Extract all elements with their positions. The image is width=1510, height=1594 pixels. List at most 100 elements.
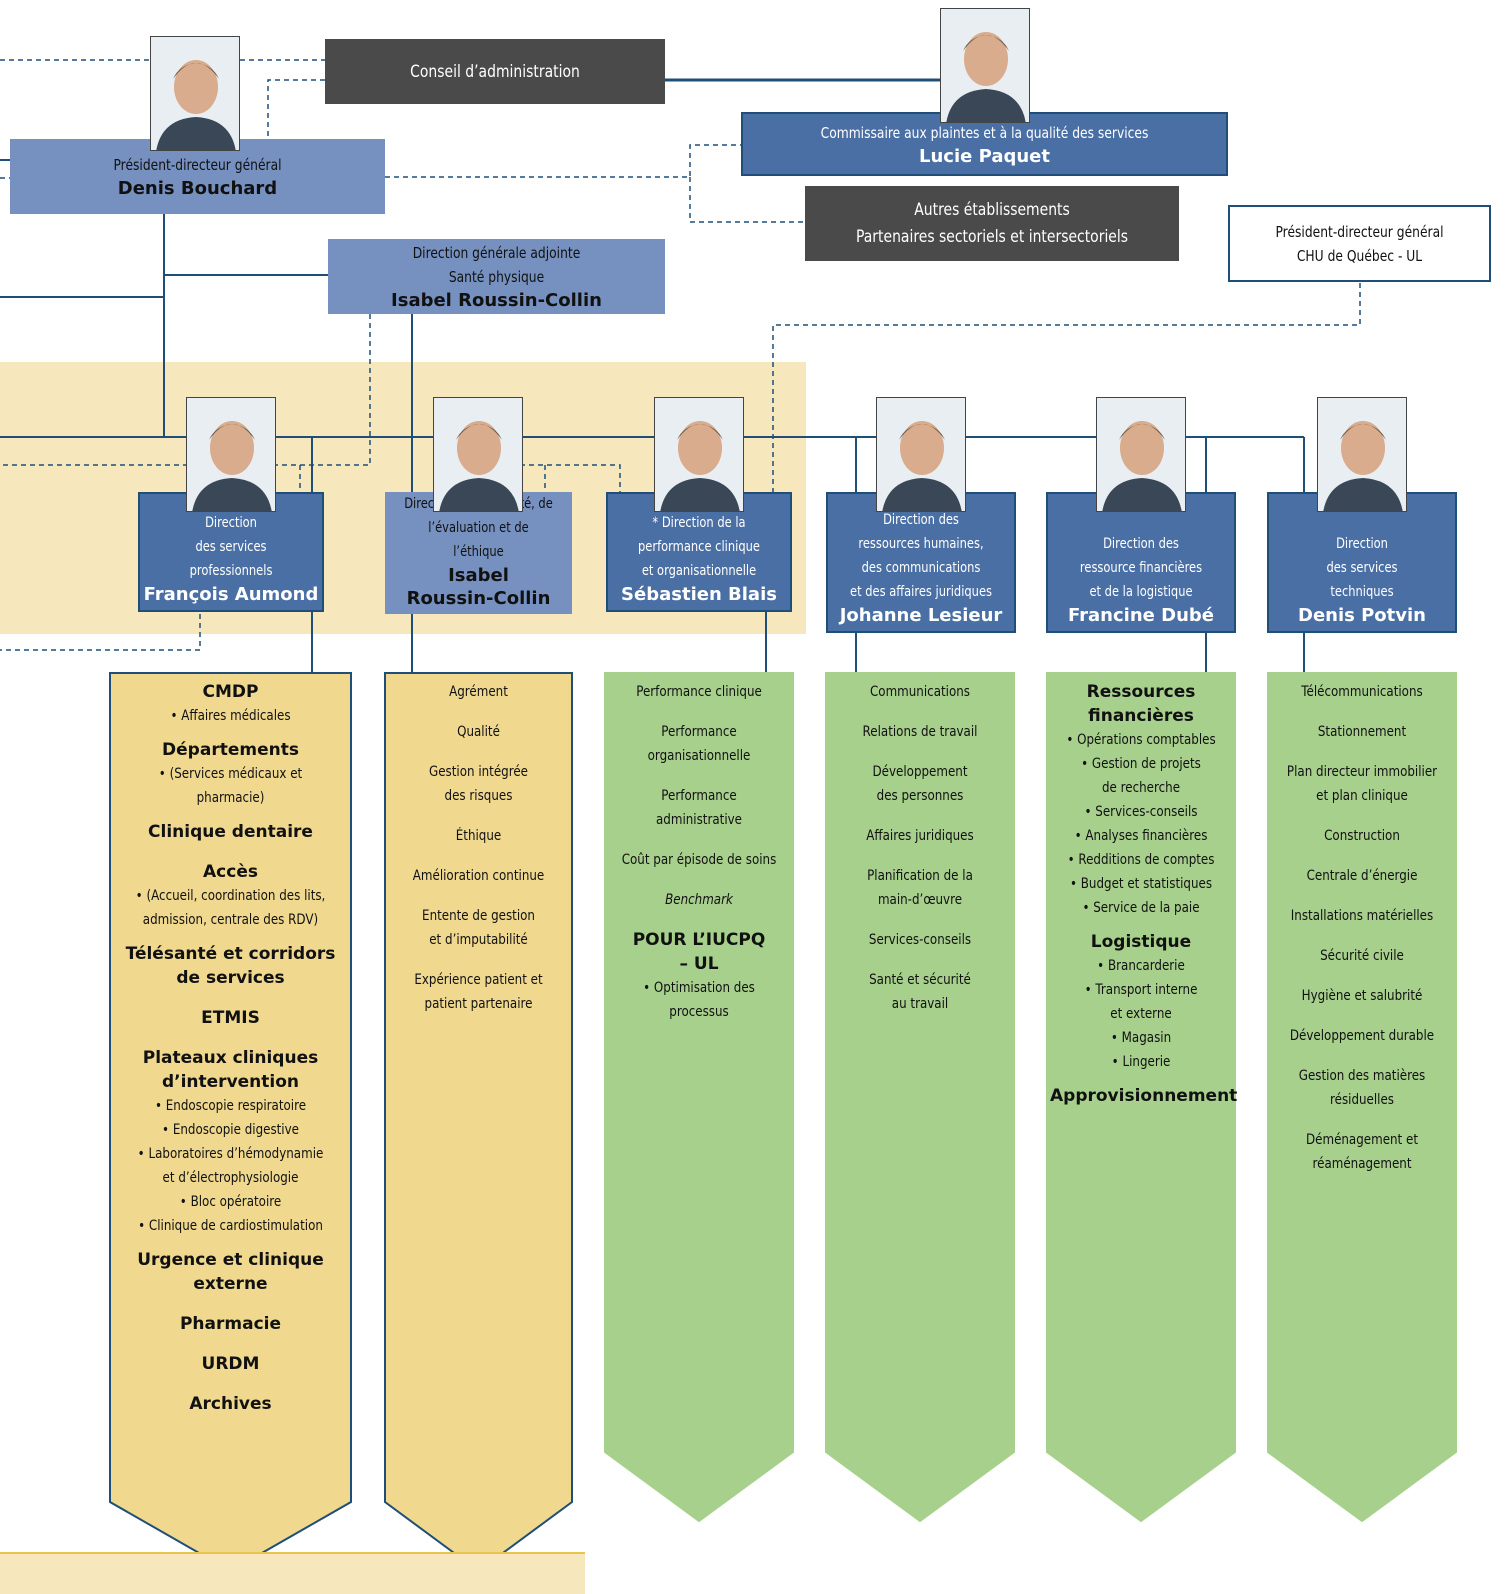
- column-heading: ETMIS: [201, 1008, 260, 1028]
- column-heading: Ressources financières: [1086, 682, 1196, 726]
- portrait-icon: [654, 397, 744, 512]
- column-item: • (Accueil, coordination des lits, admis…: [135, 888, 326, 928]
- column-item: Développement des personnes: [872, 764, 968, 804]
- direction-box: * Direction de la performance clinique e…: [606, 492, 792, 612]
- deputy-line1: Direction générale adjointe: [412, 244, 581, 262]
- partners-line2: Partenaires sectoriels et intersectoriel…: [855, 226, 1129, 247]
- column-shape: [109, 672, 352, 1572]
- column-item: • Brancarderie • Transport interne et ex…: [1084, 958, 1198, 1070]
- direction-role: Direction des services techniques: [1326, 536, 1398, 600]
- ceo-name: Denis Bouchard: [117, 178, 278, 199]
- column-heading: URDM: [201, 1354, 260, 1374]
- column-heading: Urgence et clinique externe: [137, 1250, 324, 1294]
- column-items: Ressources financières• Opérations compt…: [1046, 672, 1238, 1108]
- deputy-line2: Santé physique: [448, 268, 545, 286]
- bottom-strip: [0, 1552, 585, 1594]
- column-item: Gestion des matières résiduelles: [1298, 1068, 1426, 1108]
- chu-line2: CHU de Québec - UL: [1296, 246, 1423, 265]
- column-item: Performance clinique: [636, 684, 762, 700]
- column-item: • Affaires médicales: [170, 708, 291, 724]
- column-item: Hygiène et salubrité: [1301, 988, 1423, 1004]
- direction-box: Direction des ressource financières et d…: [1046, 492, 1236, 633]
- deputy-name: Isabel Roussin-Collin: [391, 290, 602, 311]
- column-item: Agrément: [449, 684, 508, 700]
- column-shape: [604, 672, 794, 1522]
- portrait-icon: [186, 397, 276, 512]
- column-item: Relations de travail: [862, 724, 978, 740]
- column-shape: [1046, 672, 1236, 1522]
- partners-line1: Autres établissements: [914, 199, 1070, 220]
- column-shape: [825, 672, 1015, 1522]
- direction-box: Direction des services techniques Denis …: [1267, 492, 1457, 633]
- column-heading: Archives: [189, 1394, 272, 1414]
- direction-role: Direction des ressource financières et d…: [1079, 536, 1203, 600]
- deputy-box: Direction générale adjointe Santé physiq…: [328, 239, 665, 314]
- direction-name: Johanne Lesieur: [839, 605, 1003, 626]
- column-item: Installations matérielles: [1290, 908, 1434, 924]
- ceo-role: Président-directeur général: [113, 156, 282, 174]
- direction-name: Francine Dubé: [1068, 605, 1214, 626]
- commissioner-role: Commissaire aux plaintes et à la qualité…: [820, 123, 1149, 142]
- column-heading: Accès: [203, 862, 258, 882]
- direction-role: * Direction de la performance clinique e…: [638, 515, 760, 579]
- column-heading: Logistique: [1090, 932, 1192, 952]
- function-column: Ressources financières• Opérations compt…: [1046, 672, 1238, 1522]
- column-heading: POUR L’IUCPQ – UL: [632, 930, 766, 974]
- column-item: Qualité: [457, 724, 500, 740]
- direction-name: Sébastien Blais: [621, 584, 777, 605]
- direction-name: François Aumond: [143, 584, 319, 605]
- column-shape: [384, 672, 573, 1572]
- direction-name: Denis Potvin: [1298, 605, 1426, 626]
- column-heading: Télésanté et corridors de services: [125, 944, 336, 988]
- column-item: Planification de la main-d’œuvre: [867, 868, 973, 908]
- column-item: Sécurité civile: [1320, 948, 1404, 964]
- portrait-icon: [150, 36, 240, 151]
- column-item: Déménagement et réaménagement: [1305, 1132, 1418, 1172]
- column-item: Affaires juridiques: [866, 828, 974, 844]
- column-shape: [1267, 672, 1457, 1522]
- ceo-box: Président-directeur général Denis Boucha…: [10, 139, 385, 214]
- column-heading: Pharmacie: [179, 1314, 282, 1334]
- column-item: Télécommunications: [1301, 684, 1423, 700]
- board-label: Conseil d’administration: [410, 61, 580, 82]
- column-item: Développement durable: [1289, 1028, 1435, 1044]
- direction-role: Direction des services professionnels: [189, 515, 273, 579]
- direction-role: Direction des ressources humaines, des c…: [850, 512, 992, 600]
- column-item: Expérience patient et patient partenaire: [414, 972, 543, 1012]
- column-heading: Plateaux cliniques d’intervention: [142, 1048, 319, 1092]
- column-item: Coût par épisode de soins: [621, 852, 777, 868]
- column-heading: Clinique dentaire: [148, 822, 313, 842]
- column-item: Construction: [1324, 828, 1400, 844]
- column-heading: CMDP: [202, 682, 259, 702]
- column-item: • Endoscopie respiratoire • Endoscopie d…: [137, 1098, 324, 1234]
- direction-box: Direction des services professionnels Fr…: [138, 492, 324, 612]
- column-item: Éthique: [455, 828, 502, 844]
- column-heading: Approvisionnement: [1050, 1086, 1238, 1106]
- column-heading: Départements: [162, 740, 299, 760]
- direction-name: Isabel Roussin-Collin: [406, 565, 551, 609]
- column-item: • (Services médicaux et pharmacie): [158, 766, 303, 806]
- column-item: Benchmark: [665, 892, 733, 908]
- portrait-icon: [1096, 397, 1186, 512]
- portrait-icon: [433, 397, 523, 512]
- portrait-icon: [940, 8, 1030, 123]
- column-item: Services-conseils: [868, 932, 972, 948]
- column-item: Entente de gestion et d’imputabilité: [422, 908, 535, 948]
- column-item: Communications: [869, 684, 970, 700]
- column-item: Stationnement: [1317, 724, 1407, 740]
- direction-box: Direction de la qualité, de l’évaluation…: [385, 492, 572, 614]
- portrait-icon: [876, 397, 966, 512]
- chu-line1: Président-directeur général: [1275, 222, 1444, 241]
- column-item: Performance organisationnelle: [647, 724, 751, 764]
- direction-box: Direction des ressources humaines, des c…: [826, 492, 1016, 633]
- column-item: Santé et sécurité au travail: [869, 972, 971, 1012]
